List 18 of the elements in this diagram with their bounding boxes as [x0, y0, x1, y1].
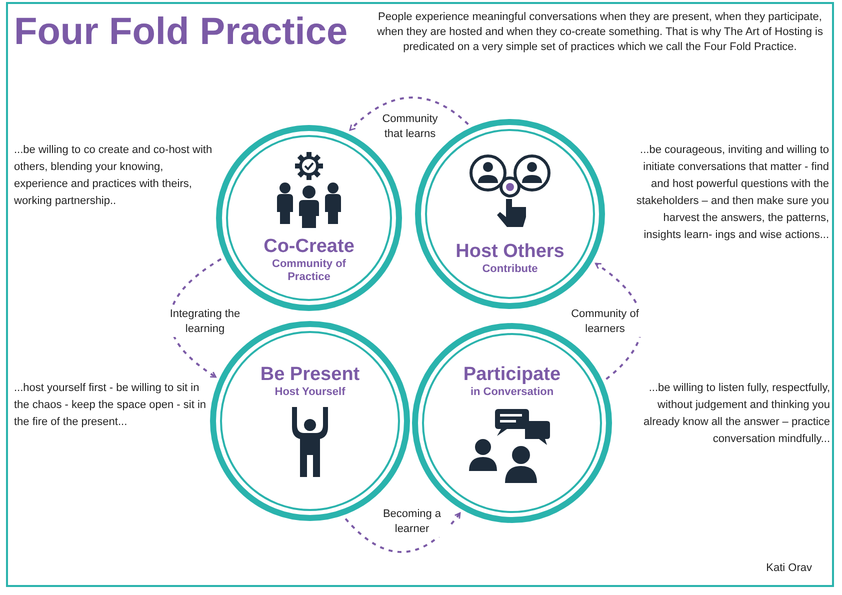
practice-title: Participate	[463, 364, 561, 386]
dashed-arrow	[349, 96, 469, 131]
intro-paragraph: People experience meaningful conversations when they are present, when they participate, when they are hosted and when they co-create something. That is why The Art of Hosting is predicated on a very simple set of practices which we call the Four Fold Practice.	[376, 10, 824, 55]
practice-subtitle: Contribute	[482, 262, 538, 276]
practice-description: ...host yourself first - be willing to sit in the chaos - keep the space open - sit in the fire of the present...	[14, 381, 208, 430]
practice-subtitle: in Conversation	[470, 386, 554, 398]
title: Four Fold Practice	[14, 10, 348, 55]
dashed-arrow	[344, 512, 461, 553]
practice-subtitle: Community of Practice	[271, 258, 347, 284]
practice-subtitle: Host Yourself	[274, 386, 346, 398]
edge-label: Integrating the learning	[167, 307, 243, 337]
author-name: Kati Orav	[766, 561, 812, 576]
practice-description: ...be willing to listen fully, respectfully, without judgement and thinking you already know all the answer – practice conversation mindfully...	[642, 381, 830, 447]
practice-description: ...be courageous, inviting and willing to initiate conversations that matter - find and host powerful questions with the stakeholders – and then make sure you harvest the answers, the patterns, insights learn- ings and wise actions...	[635, 143, 829, 243]
practice-title: Be Present	[260, 364, 360, 386]
practice-title: Co-Create	[264, 236, 354, 258]
practice-title: Host Others	[456, 240, 564, 262]
practice-description: ...be willing to co create and co-host with others, blending your knowing, experience and practices with theirs, working partnership..	[14, 143, 214, 209]
